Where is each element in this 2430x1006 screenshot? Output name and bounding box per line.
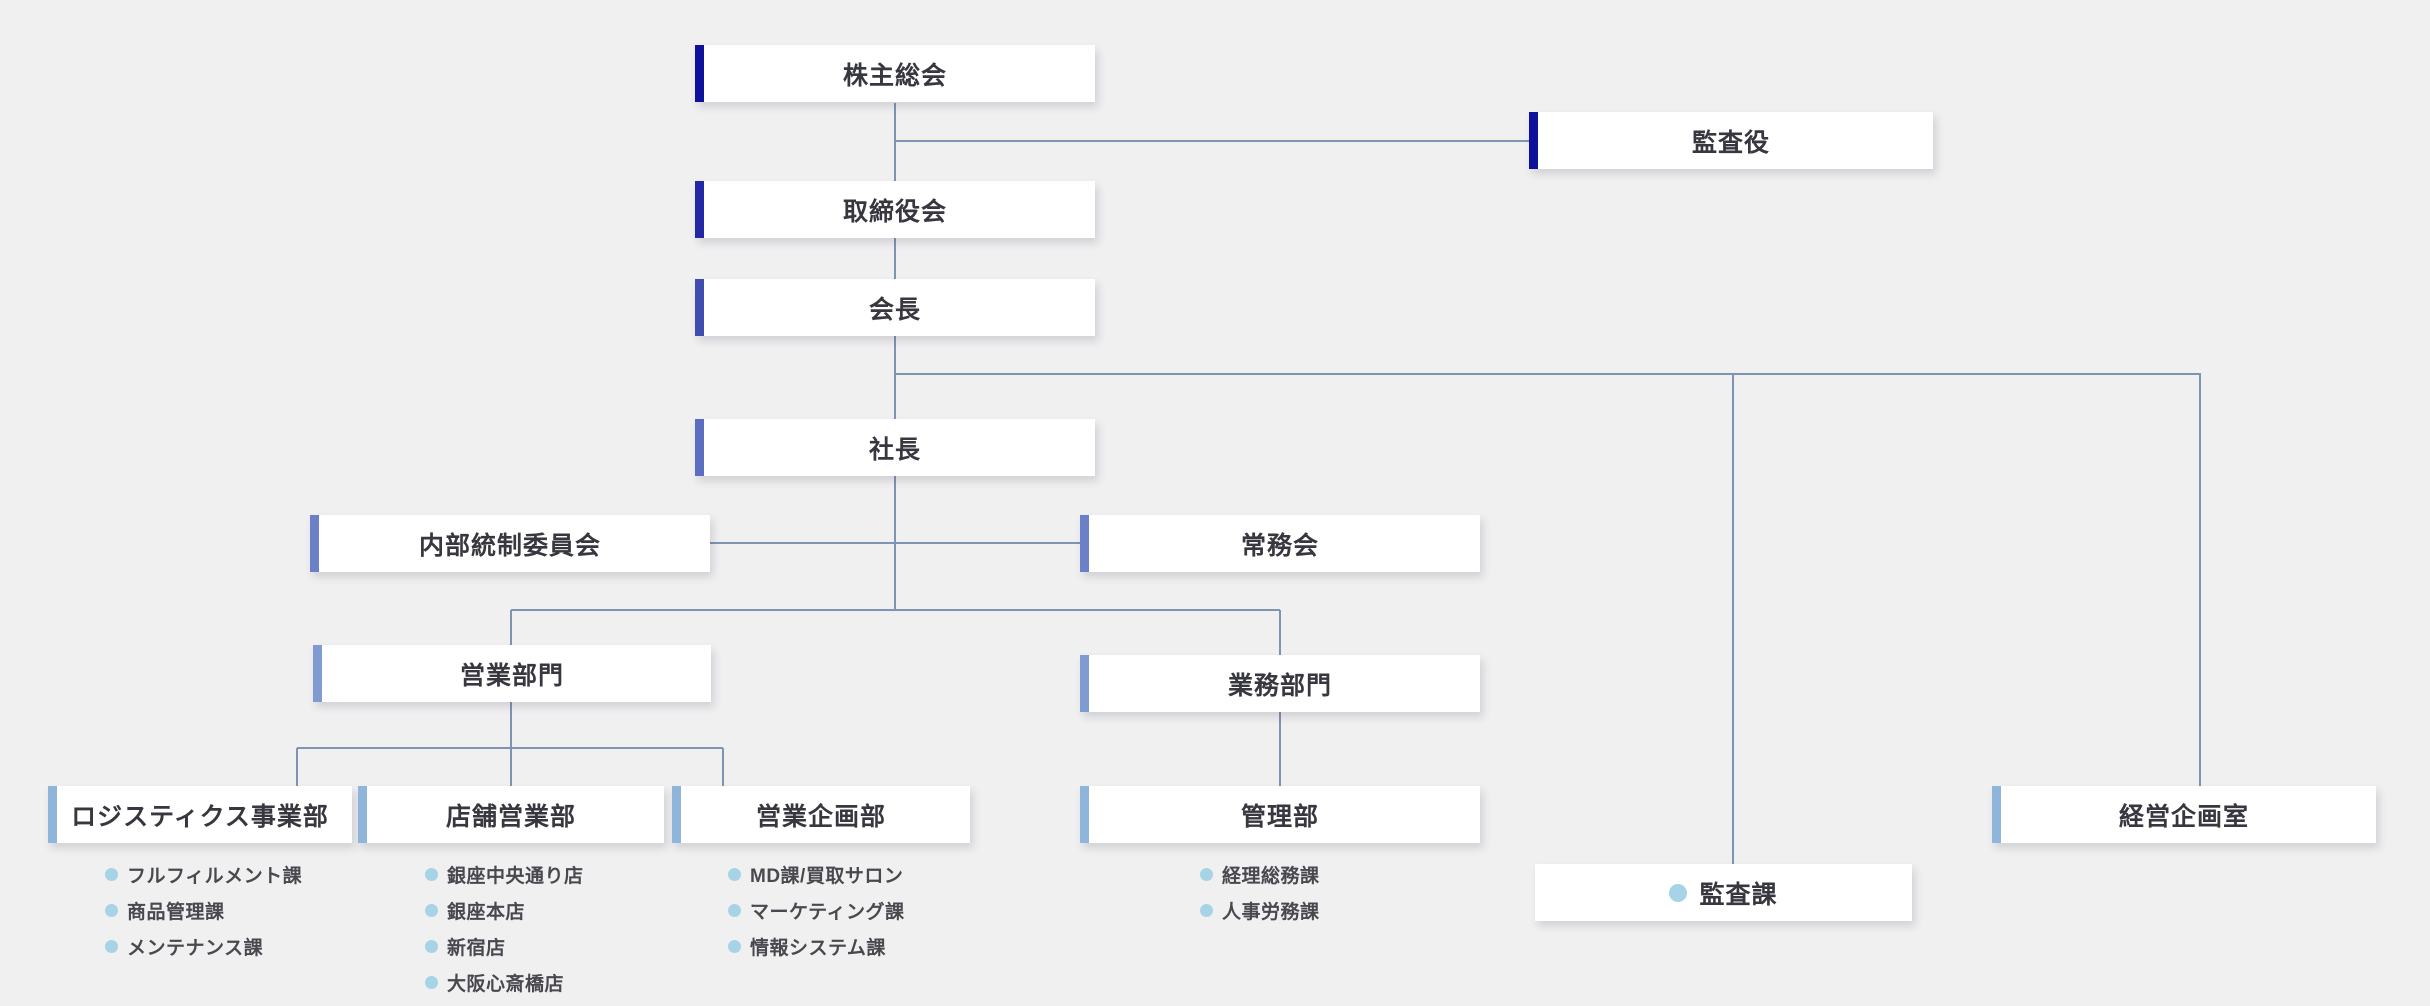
sales-planning-sub-list: MD課/買取サロン マーケティング課 情報システム課 [728, 862, 904, 970]
node-sales-planning-dept: 営業企画部 [672, 786, 970, 843]
list-item-label: 大阪心斎橋店 [447, 973, 565, 995]
node-internal-control-committee: 内部統制委員会 [310, 515, 710, 572]
node-auditor: 監査役 [1529, 112, 1933, 169]
node-label: 店舗営業部 [445, 802, 576, 831]
bullet-icon [425, 975, 438, 989]
list-item: 銀座本店 [425, 898, 584, 923]
accent-bar [695, 419, 704, 476]
accent-bar [1080, 786, 1089, 843]
list-item-label: 銀座中央通り店 [447, 865, 584, 887]
list-item: メンテナンス課 [105, 934, 302, 959]
node-label: 営業企画部 [755, 802, 886, 831]
node-operations-division: 業務部門 [1080, 655, 1480, 712]
node-label: 社長 [868, 435, 921, 464]
node-label: 管理部 [1240, 802, 1319, 831]
node-label: 取締役会 [842, 197, 947, 226]
accent-bar [1080, 655, 1089, 712]
node-admin-dept: 管理部 [1080, 786, 1480, 843]
node-label: 経営企画室 [2118, 802, 2249, 831]
list-item-label: フルフィルメント課 [127, 865, 303, 887]
list-item: 人事労務課 [1200, 898, 1320, 923]
bullet-icon [105, 867, 118, 881]
accent-bar [672, 786, 681, 843]
admin-sub-list: 経理総務課 人事労務課 [1200, 862, 1320, 934]
list-item: 大阪心斎橋店 [425, 970, 584, 995]
node-president: 社長 [695, 419, 1095, 476]
list-item: MD課/買取サロン [728, 862, 904, 887]
node-label: ロジスティクス事業部 [71, 802, 329, 831]
list-item-label: 人事労務課 [1222, 901, 1320, 923]
node-logistics-dept: ロジスティクス事業部 [48, 786, 352, 843]
list-item-label: マーケティング課 [750, 901, 905, 923]
list-item-label: 商品管理課 [127, 901, 225, 923]
list-item: 経理総務課 [1200, 862, 1320, 887]
node-executive-committee: 常務会 [1080, 515, 1480, 572]
list-item-label: 経理総務課 [1222, 865, 1320, 887]
node-shareholders-meeting: 株主総会 [695, 45, 1095, 102]
accent-bar [1529, 112, 1538, 169]
bullet-icon [105, 939, 118, 953]
logistics-sub-list: フルフィルメント課 商品管理課 メンテナンス課 [105, 862, 302, 970]
list-item-label: メンテナンス課 [127, 937, 264, 959]
bullet-icon [105, 903, 118, 917]
bullet-icon [425, 939, 438, 953]
bullet-icon [425, 903, 438, 917]
node-store-sales-dept: 店舗営業部 [358, 786, 664, 843]
accent-bar [48, 786, 57, 843]
node-chairman: 会長 [695, 279, 1095, 336]
accent-bar [310, 515, 319, 572]
list-item: 商品管理課 [105, 898, 302, 923]
bullet-icon [1200, 903, 1213, 917]
node-label: 株主総会 [842, 61, 947, 90]
bullet-icon [1669, 883, 1688, 902]
bullet-icon [425, 867, 438, 881]
accent-bar [695, 45, 704, 102]
bullet-icon [728, 903, 741, 917]
accent-bar [313, 645, 322, 702]
list-item-label: MD課/買取サロン [750, 865, 904, 887]
list-item: フルフィルメント課 [105, 862, 303, 887]
accent-bar [695, 279, 704, 336]
accent-bar [695, 181, 704, 238]
node-label: 監査課 [1699, 880, 1778, 909]
list-item: 情報システム課 [728, 934, 904, 959]
list-item: マーケティング課 [728, 898, 905, 923]
node-corporate-planning-office: 経営企画室 [1992, 786, 2376, 843]
node-audit-section: 監査課 [1535, 864, 1912, 921]
node-label: 内部統制委員会 [418, 531, 601, 560]
bullet-icon [728, 867, 741, 881]
node-label: 会長 [868, 295, 921, 324]
node-label: 業務部門 [1227, 671, 1332, 700]
store-sales-sub-list: 銀座中央通り店 銀座本店 新宿店 大阪心斎橋店 [425, 862, 584, 1006]
list-item: 銀座中央通り店 [425, 862, 584, 887]
list-item: 新宿店 [425, 934, 584, 959]
node-label: 営業部門 [459, 661, 564, 690]
accent-bar [1080, 515, 1089, 572]
list-item-label: 新宿店 [447, 937, 506, 959]
bullet-icon [1200, 867, 1213, 881]
list-item-label: 情報システム課 [750, 937, 886, 959]
node-board-of-directors: 取締役会 [695, 181, 1095, 238]
node-sales-division: 営業部門 [313, 645, 711, 702]
list-item-label: 銀座本店 [447, 901, 526, 923]
bullet-icon [728, 939, 741, 953]
accent-bar [358, 786, 367, 843]
node-label: 監査役 [1691, 128, 1770, 157]
node-label: 常務会 [1240, 531, 1319, 560]
accent-bar [1992, 786, 2001, 843]
